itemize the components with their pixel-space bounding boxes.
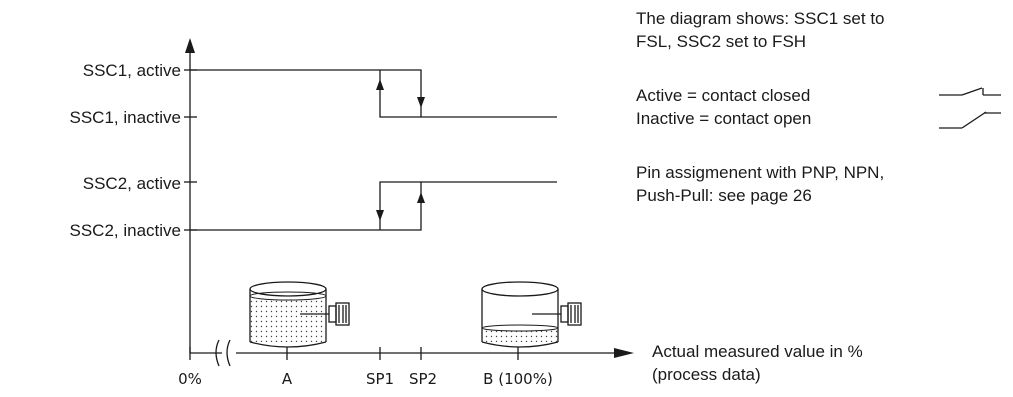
tank-low-icon bbox=[481, 281, 582, 348]
summary-line-2: FSL, SSC2 set to FSH bbox=[636, 32, 807, 51]
y-axis bbox=[184, 38, 197, 353]
pin-note-line-1: Pin assigmenent with PNP, NPN, bbox=[636, 163, 885, 182]
contact-legend: Active = contact closed Inactive = conta… bbox=[636, 84, 811, 130]
x-axis-caption-line-2: (process data) bbox=[652, 365, 761, 384]
axis-break-mark-right bbox=[226, 339, 231, 367]
diagram-summary-note: The diagram shows: SSC1 set to FSL, SSC2… bbox=[636, 7, 885, 53]
tank-full-icon bbox=[249, 281, 350, 348]
level-sensor-icon bbox=[532, 302, 582, 326]
summary-line-1: The diagram shows: SSC1 set to bbox=[636, 9, 885, 28]
ssc1-inactive-label: SSC1, inactive bbox=[70, 108, 182, 127]
ssc2-active-label: SSC2, active bbox=[83, 174, 181, 193]
pin-note-line-2: Push-Pull: see page 26 bbox=[636, 186, 812, 205]
closed-contact-icon bbox=[939, 87, 1001, 96]
tick-label-sp1: SP1 bbox=[366, 370, 394, 388]
tick-label-b: B (100%) bbox=[483, 370, 553, 388]
x-axis-caption-line-1: Actual measured value in % bbox=[652, 342, 863, 361]
tick-label-a: A bbox=[282, 370, 293, 388]
arrow-down-icon bbox=[417, 97, 425, 108]
tick-label-origin: 0% bbox=[178, 370, 202, 388]
ssc2-switching-curve bbox=[190, 181, 557, 231]
ssc1-switching-curve bbox=[190, 69, 557, 118]
tick-label-sp2: SP2 bbox=[409, 370, 437, 388]
ssc1-active-label: SSC1, active bbox=[83, 61, 181, 80]
arrow-down-icon bbox=[376, 210, 384, 221]
active-definition: Active = contact closed bbox=[636, 86, 811, 105]
open-contact-icon bbox=[939, 111, 1001, 129]
arrow-up-icon bbox=[417, 192, 425, 203]
x-axis-caption: Actual measured value in % (process data… bbox=[652, 340, 863, 386]
level-sensor-icon bbox=[300, 302, 350, 326]
pin-assignment-note: Pin assigmenent with PNP, NPN, Push-Pull… bbox=[636, 161, 884, 207]
ssc2-inactive-label: SSC2, inactive bbox=[70, 221, 182, 240]
axis-break-mark-left bbox=[215, 339, 220, 367]
inactive-definition: Inactive = contact open bbox=[636, 109, 812, 128]
x-axis bbox=[189, 339, 634, 367]
arrow-up-icon bbox=[376, 79, 384, 90]
